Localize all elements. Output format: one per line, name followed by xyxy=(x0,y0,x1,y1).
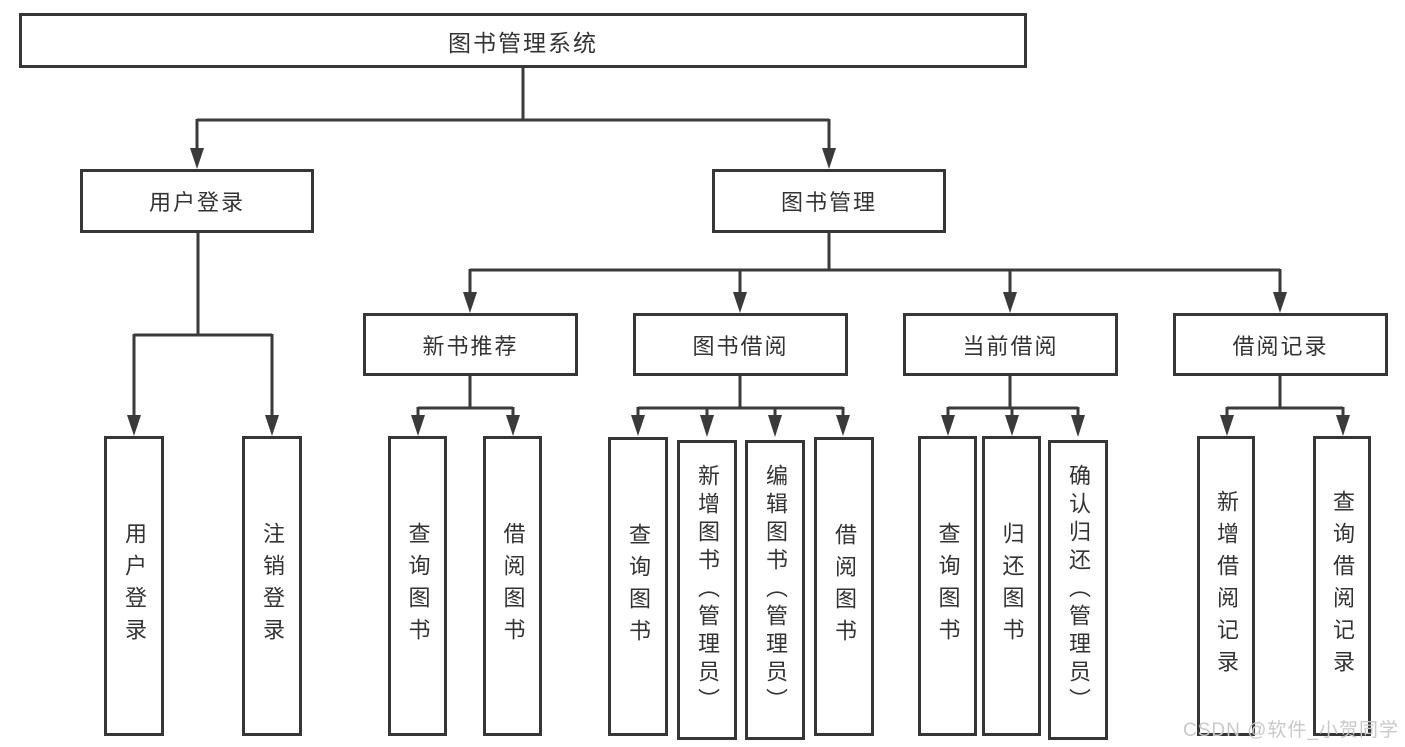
node-label: 查询图书 xyxy=(935,522,961,650)
leaf-add-borrow-record: 新增借阅记录 xyxy=(1197,436,1255,736)
node-label: 图书管理 xyxy=(780,190,877,215)
arrow-down-icon xyxy=(822,148,836,169)
node-label: 当前借阅 xyxy=(962,333,1059,359)
arrow-down-icon xyxy=(1336,415,1350,436)
arrow-down-icon xyxy=(1071,415,1085,437)
node-label: 借阅图书 xyxy=(500,522,526,650)
node-label: 编辑图书（管理员） xyxy=(763,464,788,716)
leaf-search-books-3: 查询图书 xyxy=(918,436,977,736)
leaf-logout: 注销登录 xyxy=(242,436,302,736)
leaf-add-books-admin: 新增图书（管理员） xyxy=(677,440,737,740)
arrow-down-icon xyxy=(190,148,204,169)
node-current-borrowing: 当前借阅 xyxy=(903,313,1118,376)
leaf-return-books: 归还图书 xyxy=(982,436,1041,736)
arrow-down-icon xyxy=(700,415,714,437)
node-new-book-recommendation: 新书推荐 xyxy=(363,313,578,376)
node-label: 用户登录 xyxy=(122,522,147,650)
arrow-down-icon xyxy=(506,415,520,436)
node-label: 查询图书 xyxy=(626,522,651,651)
node-label: 借阅图书 xyxy=(832,522,857,651)
arrow-down-icon xyxy=(1220,415,1234,436)
leaf-search-borrow-record: 查询借阅记录 xyxy=(1313,436,1371,736)
arrow-down-icon xyxy=(1003,292,1017,313)
arrow-down-icon xyxy=(631,415,645,436)
arrow-down-icon xyxy=(1273,292,1287,313)
arrow-down-icon xyxy=(411,415,425,436)
arrow-down-icon xyxy=(941,415,955,436)
node-book-borrowing: 图书借阅 xyxy=(633,313,848,376)
node-book-management: 图书管理 xyxy=(712,169,946,233)
node-library-management-system: 图书管理系统 xyxy=(19,13,1027,68)
node-label: 图书借阅 xyxy=(692,333,789,359)
arrow-down-icon xyxy=(768,415,782,437)
node-borrow-records: 借阅记录 xyxy=(1173,313,1388,376)
node-label: 确认归还（管理员） xyxy=(1066,464,1091,716)
arrow-down-icon xyxy=(127,415,141,436)
node-label: 新增借阅记录 xyxy=(1214,490,1239,682)
leaf-edit-books-admin: 编辑图书（管理员） xyxy=(745,440,805,740)
node-label: 新书推荐 xyxy=(422,333,519,359)
leaf-search-books-2: 查询图书 xyxy=(608,437,668,736)
arrow-down-icon xyxy=(463,292,477,313)
leaf-borrow-books-2: 借阅图书 xyxy=(814,437,874,736)
leaf-search-books: 查询图书 xyxy=(388,436,447,736)
node-label: 图书管理系统 xyxy=(448,29,598,56)
node-label: 归还图书 xyxy=(999,522,1025,650)
arrow-down-icon xyxy=(1005,415,1019,436)
leaf-confirm-return-admin: 确认归还（管理员） xyxy=(1048,440,1108,740)
arrow-down-icon xyxy=(733,292,747,313)
node-label: 查询借阅记录 xyxy=(1330,490,1355,682)
node-user-login: 用户登录 xyxy=(80,169,314,233)
node-label: 用户登录 xyxy=(148,190,245,215)
leaf-borrow-books: 借阅图书 xyxy=(483,436,542,736)
arrow-down-icon xyxy=(836,415,850,436)
node-label: 新增图书（管理员） xyxy=(695,464,720,716)
csdn-watermark: CSDN @软件_小贺同学 xyxy=(1183,720,1399,741)
leaf-user-login: 用户登录 xyxy=(104,436,164,736)
node-label: 借阅记录 xyxy=(1232,333,1329,359)
node-label: 注销登录 xyxy=(260,522,285,650)
arrow-down-icon xyxy=(265,415,279,436)
node-label: 查询图书 xyxy=(405,522,431,650)
